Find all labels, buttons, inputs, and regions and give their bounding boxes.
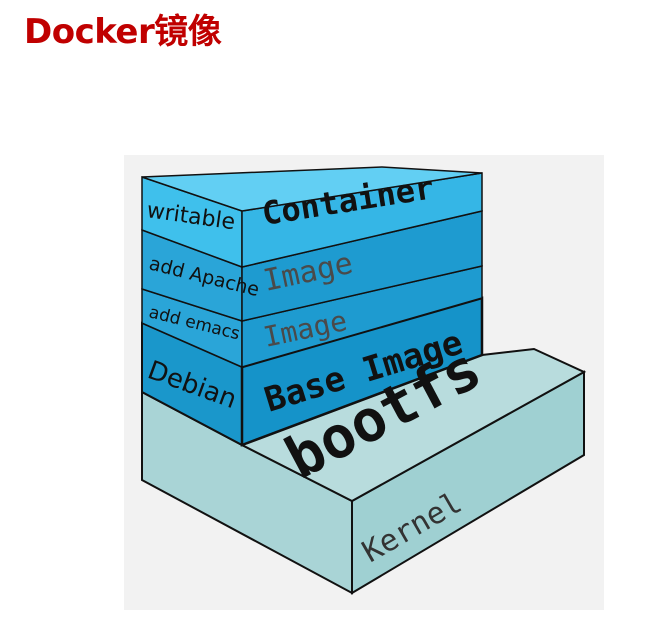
slide-title: Docker镜像 xyxy=(24,12,222,52)
docker-image-layers-diagram: writable add Apache add emacs Debian Con… xyxy=(124,155,604,610)
writable-top-face xyxy=(141,166,483,212)
writable-layer xyxy=(141,166,483,269)
layers-illustration: writable add Apache add emacs Debian Con… xyxy=(124,155,604,610)
apache-layer xyxy=(141,210,483,323)
